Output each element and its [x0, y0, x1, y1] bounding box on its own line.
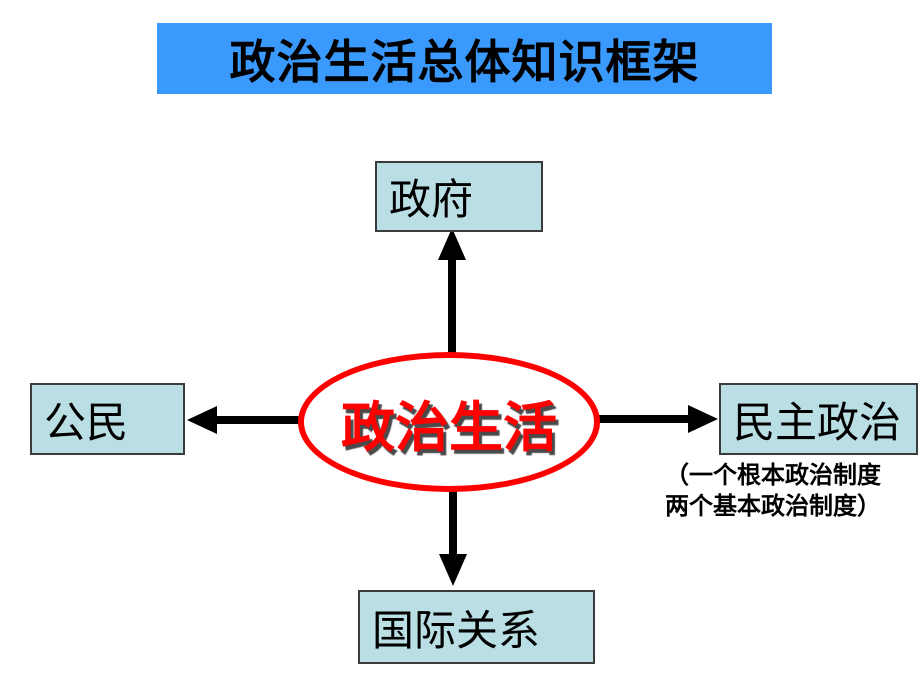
node-democratic-politics-label: 民主政治	[733, 400, 902, 447]
center-ellipse: 政治生活	[298, 352, 600, 492]
arrow-right-icon	[592, 405, 718, 433]
arrow-down-icon	[439, 480, 467, 586]
node-international-relations: 国际关系	[358, 590, 595, 664]
node-citizen: 公民	[30, 383, 185, 455]
node-citizen-label: 公民	[44, 400, 129, 447]
center-label: 政治生活	[341, 397, 557, 458]
arrow-up-icon	[438, 228, 466, 365]
node-government: 政府	[375, 161, 543, 232]
node-government-label: 政府	[389, 178, 474, 224]
right-node-caption: （一个根本政治制度 两个基本政治制度）	[638, 461, 908, 523]
node-democratic-politics: 民主政治	[719, 383, 918, 455]
right-node-caption-line1: （一个根本政治制度	[665, 463, 881, 489]
node-international-relations-label: 国际关系	[372, 608, 541, 655]
slide-title: 政治生活总体知识框架	[229, 35, 700, 88]
title-banner: 政治生活总体知识框架	[157, 23, 772, 94]
arrow-left-icon	[187, 406, 308, 434]
right-node-caption-line2: 两个基本政治制度）	[665, 494, 881, 520]
